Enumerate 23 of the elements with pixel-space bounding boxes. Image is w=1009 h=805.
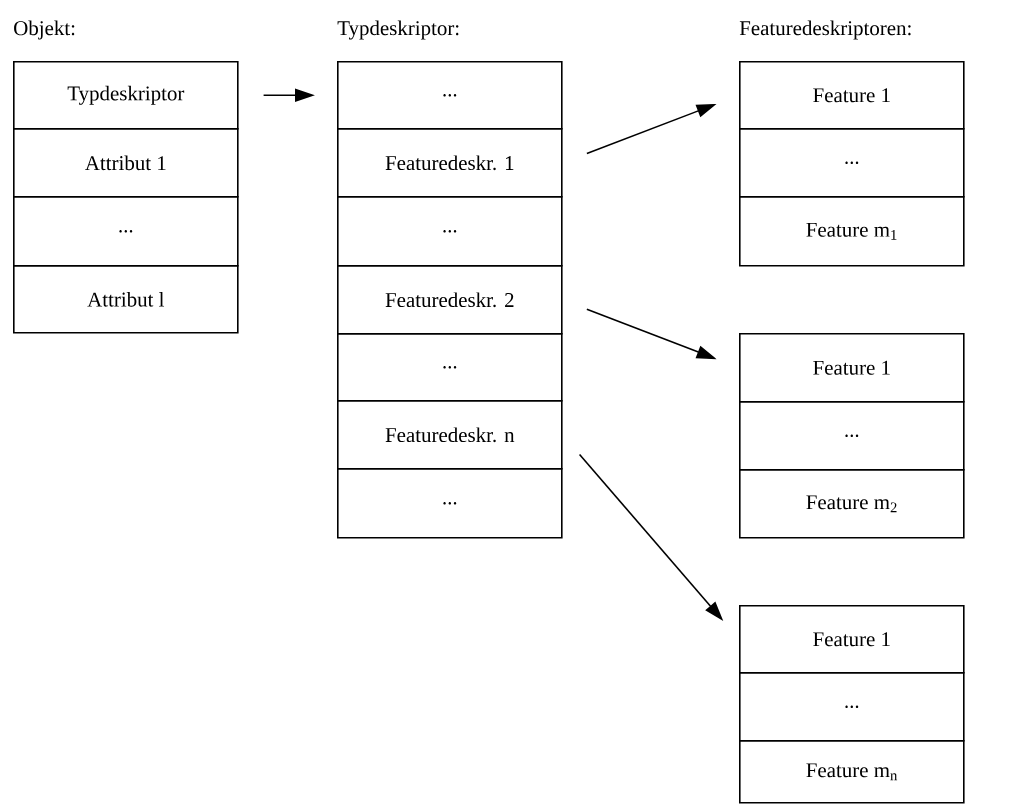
table-cell: ... [739, 401, 965, 471]
table-cell: Feature 1 [739, 605, 965, 674]
table-cell: Feature 1 [739, 333, 965, 403]
column-heading: Objekt: [14, 20, 75, 40]
table-cell: ... [739, 672, 965, 742]
column-heading: Featuredeskriptoren: [739, 20, 911, 40]
table-cell: ... [337, 468, 563, 539]
table-cell: Attribut l [13, 265, 239, 334]
table-cell: Featuredeskr. n [337, 400, 563, 470]
table-cell: Feature m$_{1}$ [739, 196, 965, 267]
table-cell: Feature m$_{n}$ [739, 740, 965, 804]
table-cell: ... [739, 128, 965, 198]
column-heading: Typdeskriptor: [337, 20, 459, 40]
table-cell: Featuredeskr. 1 [337, 128, 563, 198]
table-cell: Typdeskriptor [13, 61, 239, 130]
table-cell: ... [13, 196, 239, 267]
table-cell: ... [337, 333, 563, 402]
table-cell: Attribut 1 [13, 128, 239, 198]
table-cell: Feature m$_{2}$ [739, 469, 965, 539]
table-cell: ... [337, 196, 563, 267]
table-cell: Feature 1 [739, 61, 965, 130]
table-cell: Featuredeskr. 2 [337, 265, 563, 335]
table-cell: ... [337, 61, 563, 130]
